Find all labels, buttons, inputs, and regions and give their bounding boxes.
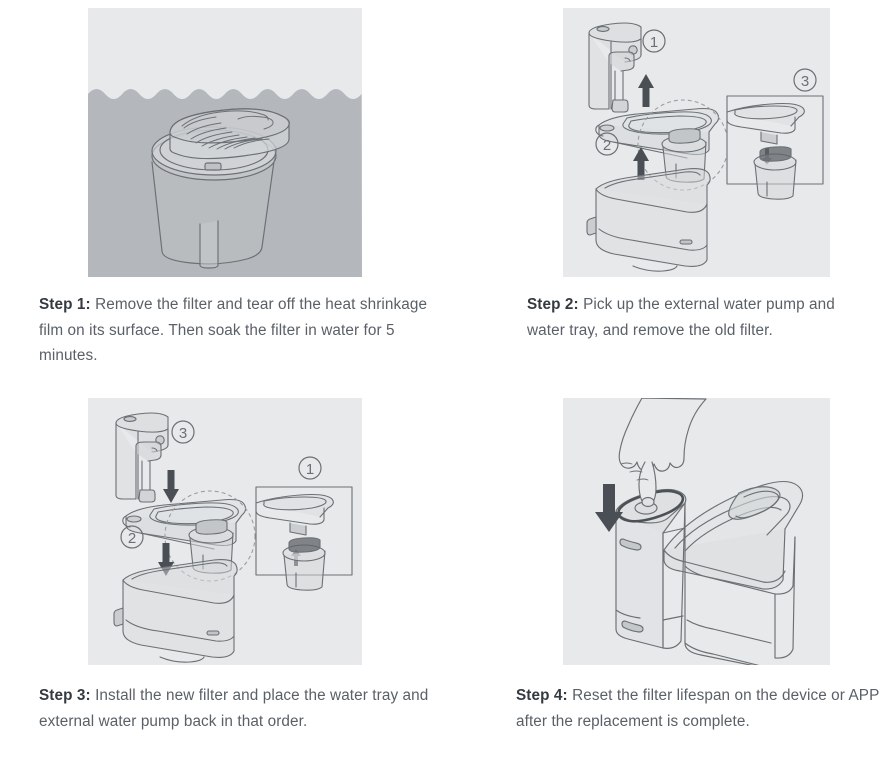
water-pump	[588, 22, 642, 113]
inset-filter-install	[255, 486, 353, 591]
water-surface	[88, 89, 362, 277]
callout-marker-2: 2	[595, 132, 619, 156]
callout-marker-1: 1	[642, 29, 666, 53]
assembled-fountain	[615, 480, 804, 665]
step-2-caption: Step 2: Pick up the external water pump …	[527, 292, 877, 343]
base-reservoir	[586, 168, 711, 272]
svg-text:3: 3	[801, 73, 809, 90]
step-3-illustration: 3 2	[88, 398, 362, 665]
step-1-illustration	[88, 8, 362, 277]
up-arrow-tray	[633, 147, 649, 180]
step-3-label: Step 3:	[39, 687, 91, 704]
callout-marker-2: 2	[120, 525, 144, 549]
svg-text:1: 1	[650, 34, 658, 51]
svg-text:3: 3	[179, 425, 187, 442]
base-reservoir	[113, 559, 238, 663]
step-3-caption: Step 3: Install the new filter and place…	[39, 683, 429, 734]
step-1-label: Step 1:	[39, 296, 91, 313]
hand	[618, 398, 707, 508]
step-4-caption: Step 4: Reset the filter lifespan on the…	[516, 683, 880, 734]
svg-text:2: 2	[603, 137, 611, 154]
step-3-text: Install the new filter and place the wat…	[39, 687, 429, 730]
svg-text:2: 2	[128, 530, 136, 547]
step-2-illustration: 1	[563, 8, 830, 277]
up-arrow-pump	[638, 74, 654, 107]
callout-marker-3: 3	[171, 420, 195, 444]
step-4-illustration	[563, 398, 830, 665]
callout-marker-1: 1	[298, 456, 322, 480]
step-4-label: Step 4:	[516, 687, 568, 704]
callout-marker-3: 3	[793, 68, 817, 92]
step-2-text: Pick up the external water pump and wate…	[527, 296, 835, 339]
inset-filter-removal	[726, 95, 824, 200]
step-1-text: Remove the filter and tear off the heat …	[39, 296, 428, 364]
step-1-caption: Step 1: Remove the filter and tear off t…	[39, 292, 439, 369]
down-arrow-pump	[163, 470, 179, 503]
step-4-text: Reset the filter lifespan on the device …	[516, 687, 880, 730]
filter-cartridge	[151, 108, 290, 269]
water-pump	[115, 412, 169, 503]
down-arrow-press	[595, 484, 623, 532]
svg-text:1: 1	[306, 461, 314, 478]
step-2-label: Step 2:	[527, 296, 579, 313]
